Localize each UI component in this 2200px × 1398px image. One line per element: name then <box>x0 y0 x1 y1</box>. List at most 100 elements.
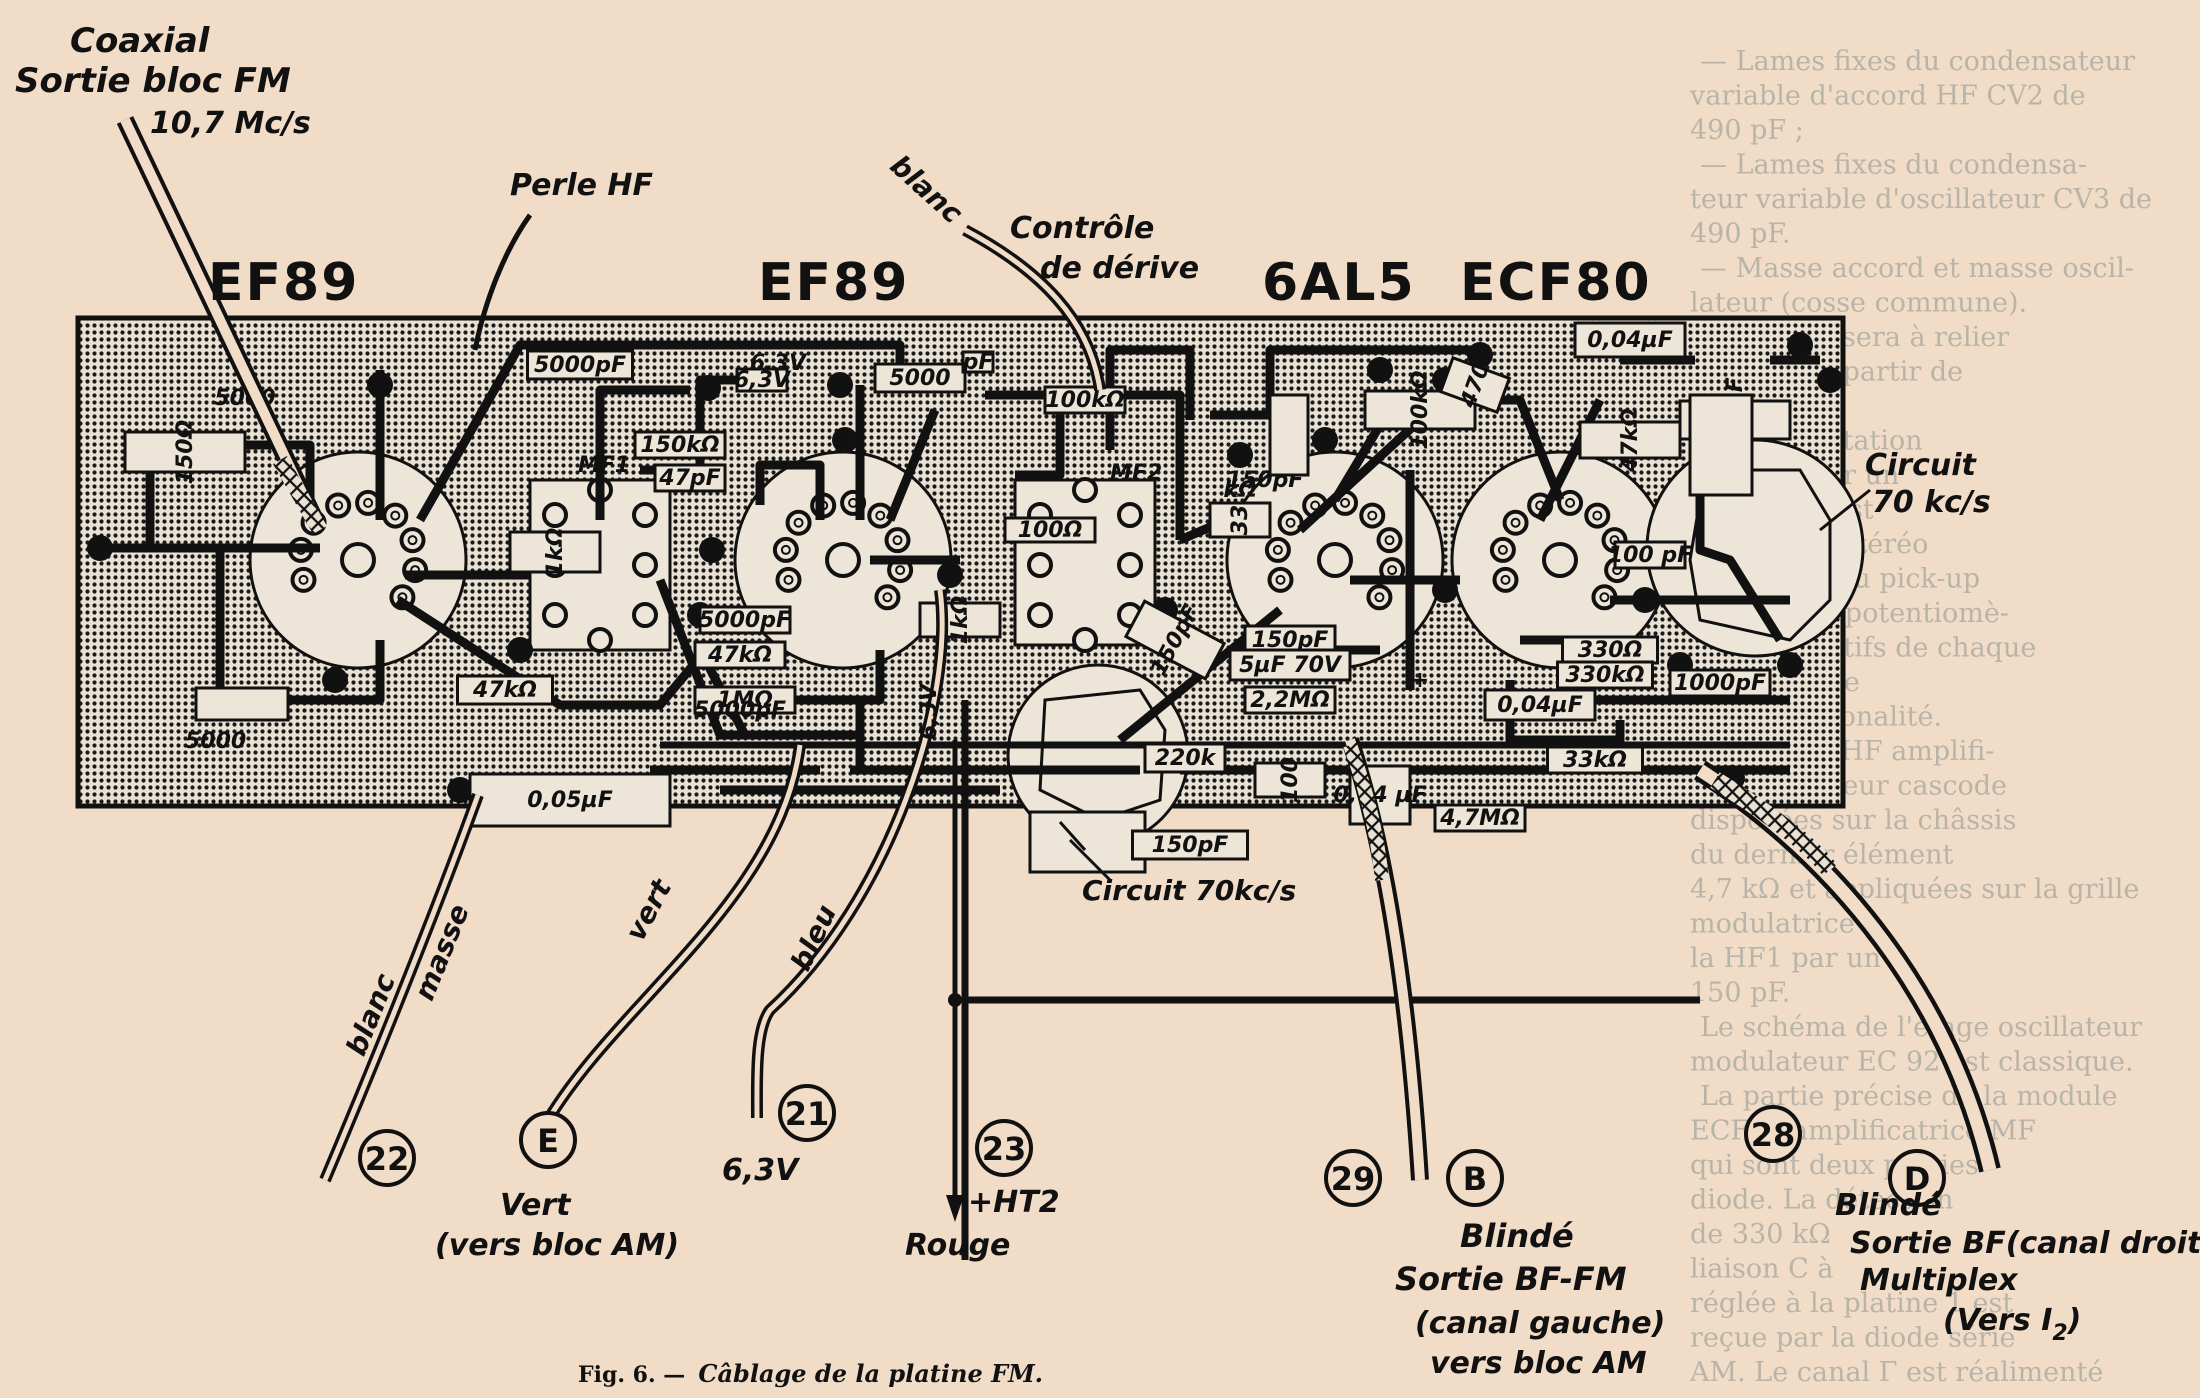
component: 0,04µF <box>1483 688 1597 722</box>
shielded-cable-right-channel <box>1694 760 2001 1173</box>
socket-pin-hole <box>1367 510 1378 521</box>
component: 220k <box>1143 742 1227 774</box>
component-value: 5000 <box>889 366 950 391</box>
mf2-label: MF2 <box>1110 461 1162 486</box>
terminal-E: E <box>519 1111 577 1169</box>
figure-caption: Fig. 6. — Câblage de la platine FM. <box>578 1359 1043 1388</box>
socket-pin-hole <box>1565 497 1576 508</box>
terminal-E-label-2: (vers bloc AM) <box>435 1228 679 1263</box>
socket-pin <box>1489 536 1516 563</box>
solder-point <box>699 537 725 563</box>
component: 100 <box>1253 757 1327 803</box>
socket-pin-hole <box>1275 574 1286 585</box>
component-body <box>1143 742 1227 774</box>
background-text-line: AM. Le canal Γ est réalimenté <box>1689 1357 2103 1388</box>
solder-point <box>1227 442 1253 468</box>
solder-point <box>367 372 393 398</box>
socket-pin <box>325 492 352 519</box>
component: + <box>1411 668 1429 693</box>
socket-pin-hole <box>1497 544 1508 555</box>
terminal-23-label-1: +HT2 <box>968 1185 1060 1220</box>
socket-pin <box>785 509 812 536</box>
lead-circuit-70-bottom <box>1068 838 1112 882</box>
transformer-pin <box>542 502 568 528</box>
de-derive-label: de dérive <box>1040 251 1199 286</box>
tube-label-v1: EF89 <box>208 253 359 313</box>
socket-pin-hole <box>1599 592 1610 603</box>
component-body <box>1131 829 1249 861</box>
socket-pin-hole <box>1510 517 1521 528</box>
component-value: 1kΩ <box>543 528 568 577</box>
perle-hf-label: Perle HF <box>510 168 654 203</box>
shielded-cable-left-channel <box>1341 737 1429 1181</box>
component-value: 4,7MΩ <box>1439 806 1520 831</box>
solder-point <box>1787 332 1813 358</box>
socket-pin <box>1492 566 1519 593</box>
socket-pin-hole <box>882 592 893 603</box>
component: 0,05µF <box>468 772 672 828</box>
socket-pin <box>1359 502 1386 529</box>
tube-label-v4: ECF80 <box>1460 253 1652 313</box>
socket-pin-hole <box>1272 544 1283 555</box>
background-text-line: — Lames fixes du condensa- <box>1700 150 2087 181</box>
component-body <box>653 463 727 493</box>
solder-point <box>1632 587 1658 613</box>
socket-pin <box>290 566 317 593</box>
component: pF <box>961 350 995 375</box>
socket-pin <box>399 527 426 554</box>
component-value: 5000pF <box>699 608 791 633</box>
background-text-line: la HF1 par un <box>1690 943 1881 974</box>
terminal-B-label-2: Sortie BF-FM <box>1395 1260 1627 1298</box>
tube-label-v2: EF89 <box>758 253 909 313</box>
component-value: 100 <box>1278 757 1303 803</box>
component-value: 150kΩ <box>640 433 719 458</box>
component: 100Ω <box>1003 516 1097 544</box>
component: 2,2MΩ <box>1243 685 1337 715</box>
component-value: 100kΩ <box>1408 370 1433 449</box>
component-value: 6,3V <box>734 368 792 393</box>
heater-6-3v-label: 6,3V <box>750 351 808 376</box>
socket-pin <box>1264 536 1291 563</box>
component: 47kΩ <box>693 640 787 670</box>
terminal-D-label-sub: 2 <box>2052 1321 2067 1346</box>
component: 5000pF <box>694 698 786 723</box>
component-value: 330Ω <box>1578 638 1643 663</box>
background-text-line: — Lames fixes du condensateur <box>1700 46 2135 77</box>
socket-pin-hole <box>363 497 374 508</box>
component-body <box>1556 660 1654 690</box>
socket-pin-hole <box>780 544 791 555</box>
frequency-10-7-label: 10,7 Mc/s <box>150 106 311 141</box>
terminal-28: 28 <box>1744 1105 1802 1163</box>
component: 150kΩ <box>633 430 727 460</box>
component: 47pF <box>653 463 727 493</box>
component: 33kΩ <box>1546 745 1644 775</box>
component-body <box>1003 516 1097 544</box>
terminal-number: B <box>1463 1160 1487 1198</box>
terminal-circle <box>519 1111 577 1169</box>
socket-pin <box>1267 566 1294 593</box>
component-value: 1000pF <box>1674 671 1766 696</box>
terminal-circle <box>1744 1105 1802 1163</box>
solder-point <box>1817 367 1843 393</box>
component-body <box>1253 761 1327 799</box>
component-value: 2,2MΩ <box>1250 688 1330 713</box>
terminal-21: 21 <box>778 1084 836 1142</box>
background-text-line: lateur (cosse commune). <box>1690 288 2027 319</box>
component-body <box>1363 389 1477 431</box>
component: 4,7MΩ <box>1433 803 1527 833</box>
transformer-pin <box>1027 552 1053 578</box>
circuit-70-bottom-label: Circuit 70kc/s <box>1082 874 1296 907</box>
component-value: 1MΩ <box>717 688 773 713</box>
wire-label-vert: vert <box>619 872 679 946</box>
component-body <box>1483 688 1597 722</box>
component-body <box>123 430 247 474</box>
background-text-line: teur variable d'oscillateur CV3 de <box>1690 184 2152 215</box>
background-text-line: — Masse accord et masse oscil- <box>1700 253 2134 284</box>
component-body <box>1208 501 1272 539</box>
component: 100kΩ <box>1043 385 1127 415</box>
terminal-B-label-3: (canal gauche) <box>1415 1306 1665 1341</box>
socket-pin-hole <box>895 565 906 576</box>
transformer-pin <box>632 552 658 578</box>
terminal-23-label-2: Rouge <box>905 1228 1010 1263</box>
